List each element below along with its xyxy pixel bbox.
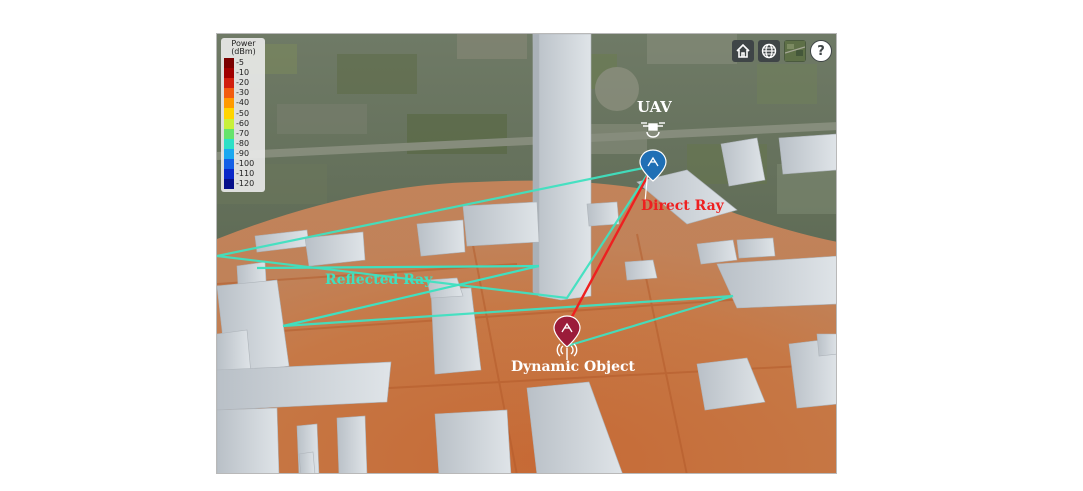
basemap-button[interactable] — [784, 40, 806, 62]
legend-swatch — [224, 98, 234, 109]
legend-row: -70 — [224, 128, 263, 139]
legend-swatch — [224, 68, 234, 79]
legend-label: -70 — [236, 128, 250, 138]
uav-marker[interactable] — [639, 149, 667, 182]
direct-ray — [565, 165, 655, 327]
dynamic-object-label: Dynamic Object — [511, 359, 636, 375]
legend-swatch — [224, 118, 234, 129]
legend-row: -5 — [224, 58, 263, 69]
reflected-ray-4 — [256, 264, 540, 270]
legend-title: Power (dBm) — [224, 40, 263, 56]
legend-swatch — [224, 148, 234, 159]
help-button[interactable]: ? — [810, 40, 832, 62]
legend-row: -120 — [224, 179, 263, 190]
ray-paths — [217, 157, 734, 348]
power-legend: Power (dBm) -5-10-20-30-40-50-60-70-80-9… — [221, 38, 265, 193]
legend-row: -80 — [224, 138, 263, 149]
legend-swatch — [224, 158, 234, 170]
legend-label: -100 — [236, 158, 255, 168]
legend-label: -50 — [236, 108, 250, 118]
3d-scene[interactable] — [217, 34, 837, 474]
antenna-icon — [556, 343, 578, 360]
legend-label: -120 — [236, 179, 255, 189]
reflected-ray-label: Reflected Ray — [325, 272, 433, 288]
legend-label: -80 — [236, 138, 250, 148]
dynamic-object-marker[interactable] — [553, 315, 581, 348]
legend-row: -30 — [224, 88, 263, 99]
direct-ray-label: Direct Ray — [641, 198, 724, 214]
legend-swatch — [224, 128, 234, 139]
legend-row: -10 — [224, 68, 263, 79]
legend-label: -5 — [236, 58, 244, 68]
legend-label: -20 — [236, 78, 250, 88]
drone-icon — [641, 122, 665, 138]
legend-row: -50 — [224, 108, 263, 119]
home-icon — [736, 43, 750, 58]
legend-row: -40 — [224, 98, 263, 109]
legend-row: -100 — [224, 158, 263, 170]
buildings — [217, 34, 836, 473]
legend-swatch — [224, 58, 234, 69]
basemap-icon — [785, 41, 805, 61]
legend-row: -20 — [224, 78, 263, 89]
legend-label: -90 — [236, 148, 250, 158]
globe-button[interactable] — [758, 40, 780, 62]
legend-swatch — [224, 108, 234, 119]
reflected-ray-3 — [282, 264, 540, 328]
home-button[interactable] — [732, 40, 754, 62]
legend-row: -90 — [224, 148, 263, 159]
reflected-ray-2 — [282, 294, 734, 348]
globe-icon — [761, 43, 777, 59]
legend-swatch — [224, 78, 234, 89]
legend-row: -60 — [224, 118, 263, 129]
legend-label: -110 — [236, 169, 255, 179]
map-toolbar: ? — [732, 40, 832, 62]
legend-title-text: Power (dBm) — [231, 39, 256, 56]
uav-label: UAV — [637, 98, 672, 116]
legend-swatch — [224, 179, 234, 190]
legend-label: -60 — [236, 118, 250, 128]
legend-label: -10 — [236, 68, 250, 78]
reflected-ray-1 — [217, 164, 656, 300]
legend-rows: -5-10-20-30-40-50-60-70-80-90-100-110-12… — [224, 58, 263, 190]
legend-swatch — [224, 88, 234, 99]
legend-label: -40 — [236, 98, 250, 108]
legend-swatch — [224, 169, 234, 180]
help-icon: ? — [817, 43, 825, 59]
legend-label: -30 — [236, 88, 250, 98]
map-viewer[interactable]: UAV Direct Ray Reflected Ray Dynamic Obj… — [216, 33, 837, 474]
tall-tower — [532, 34, 592, 301]
legend-swatch — [224, 138, 234, 149]
legend-row: -110 — [224, 169, 263, 180]
